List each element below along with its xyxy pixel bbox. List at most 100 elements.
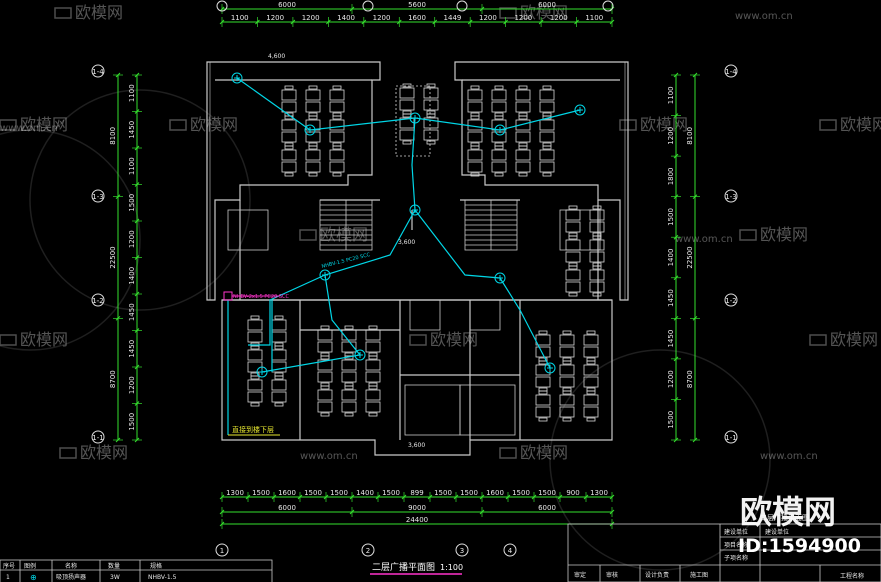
dim-label: 1500	[460, 489, 478, 497]
dim-label: 1400	[356, 489, 374, 497]
ceiling-speaker-icon	[319, 269, 331, 281]
watermark-tile: 欧模网	[809, 330, 878, 349]
speaker-layer	[231, 72, 586, 378]
svg-text:欧模网: 欧模网	[320, 225, 368, 244]
tb-row-1: 建设单位	[724, 528, 748, 536]
watermark-url: www.om.cn	[735, 11, 793, 22]
svg-text:1-2: 1-2	[725, 297, 736, 305]
svg-text:欧模网: 欧模网	[740, 493, 836, 531]
dim-label: 1800	[667, 167, 675, 185]
dim-label: 1100	[231, 14, 249, 22]
svg-text:二层广播平面图: 二层广播平面图	[372, 561, 435, 573]
svg-text:1-3: 1-3	[725, 193, 736, 201]
watermark-url: www.om.cn	[300, 451, 358, 462]
dim-label: 1100	[667, 86, 675, 104]
legend-header-symbol: 图例	[24, 562, 36, 570]
legend-row-name: 吸顶扬声器	[56, 573, 86, 581]
svg-text:欧模网: 欧模网	[760, 225, 808, 244]
axis-left-1-1: 1-1	[91, 430, 105, 444]
svg-text:ID:1594900: ID:1594900	[738, 535, 861, 557]
riser-markers	[223, 291, 280, 301]
watermark-tile: 欧模网	[0, 330, 68, 349]
legend-header-name: 名称	[65, 562, 77, 570]
broadcast-wiring	[227, 77, 581, 435]
axis-top-1	[216, 0, 228, 12]
riser-label: 直接到楼下层	[228, 425, 280, 436]
svg-text:欧模网: 欧模网	[75, 3, 123, 22]
dim-label: 5600	[408, 1, 426, 9]
svg-text:欧模网: 欧模网	[830, 330, 878, 349]
dim-label: 1300	[590, 489, 608, 497]
axis-top-4	[602, 0, 614, 12]
legend-header-spec: 规格	[150, 562, 162, 570]
drawing-title: 二层广播平面图 1:100	[370, 561, 463, 575]
dim-label: 1200	[128, 230, 136, 248]
dim-label: 1400	[337, 14, 355, 22]
dim-label: 1200	[266, 14, 284, 22]
dim-label: 1449	[444, 14, 462, 22]
dim-label: 6000	[538, 504, 556, 512]
dim-label: 1500	[128, 413, 136, 431]
watermark-tile: 欧模网	[819, 115, 881, 134]
dim-label: 1500	[512, 489, 530, 497]
dim-label: 8100	[109, 127, 117, 145]
legend-table	[0, 559, 273, 582]
dim-label: 1500	[434, 489, 452, 497]
dim-label: 8700	[109, 370, 117, 388]
dim-label: 1300	[226, 489, 244, 497]
dim-label: 1500	[538, 489, 556, 497]
watermark-arc	[0, 129, 141, 351]
tb-drawing-name: 二层广播平面图	[760, 513, 809, 522]
dim-label: 899	[410, 489, 423, 497]
svg-text:1: 1	[220, 547, 224, 555]
axis-right-1-1: 1-1	[724, 430, 738, 444]
legend-row-spec: NHBV-1.5	[148, 574, 177, 581]
svg-text:欧模网: 欧模网	[20, 330, 68, 349]
svg-text:4: 4	[508, 547, 513, 555]
dim-label: 6000	[538, 1, 556, 9]
axis-bottom-4: 4	[503, 543, 517, 557]
dim-label: 1100	[128, 157, 136, 175]
svg-text:1-1: 1-1	[725, 434, 736, 442]
ceiling-speaker-icon	[304, 124, 316, 136]
watermark-tile: 欧模网	[54, 3, 123, 22]
title-block	[567, 523, 881, 582]
dim-label: 22500	[686, 246, 694, 268]
dim-label: 1600	[486, 489, 504, 497]
watermark-tile: 欧模网	[169, 115, 238, 134]
dim-label: 1600	[278, 489, 296, 497]
svg-text:1-4: 1-4	[725, 68, 737, 76]
dim-label: 22500	[109, 246, 117, 268]
stair-left	[319, 199, 373, 251]
dim-label: 8700	[686, 370, 694, 388]
dim-label: 1200	[667, 127, 675, 145]
dim-label: 1100	[585, 14, 603, 22]
watermark-tile: 欧模网	[499, 443, 568, 462]
watermark-url: www.om.cn	[760, 451, 818, 462]
furniture-layer	[247, 83, 605, 422]
legend-header-no: 序号	[3, 562, 15, 570]
svg-text:1-4: 1-4	[92, 68, 104, 76]
axis-right-1-4: 1-4	[724, 64, 738, 78]
dim-label: 1600	[408, 14, 426, 22]
svg-text:欧模网: 欧模网	[430, 330, 478, 349]
dim-label: 1200	[128, 376, 136, 394]
brand-watermark: 欧模网 ID:1594900	[738, 493, 861, 557]
svg-text:欧模网: 欧模网	[190, 115, 238, 134]
dim-label: 1200	[373, 14, 391, 22]
svg-text:1-3: 1-3	[92, 193, 103, 201]
svg-text:3: 3	[460, 547, 464, 555]
dim-label: 1500	[382, 489, 400, 497]
tb-bottom-2: 审核	[606, 571, 618, 579]
svg-text:欧模网: 欧模网	[80, 443, 128, 462]
axis-bottom-1: 1	[215, 543, 229, 557]
axis-top-2	[362, 0, 374, 12]
ceiling-speaker-icon	[494, 272, 506, 284]
axis-left-1-3: 1-3	[91, 189, 105, 203]
svg-text:欧模网: 欧模网	[640, 115, 688, 134]
legend-header-qty: 数量	[108, 562, 120, 570]
legend-row-symbol: ⊕	[30, 573, 37, 582]
ceiling-speaker-icon	[409, 204, 421, 216]
watermark-tile: 欧模网	[0, 115, 68, 134]
